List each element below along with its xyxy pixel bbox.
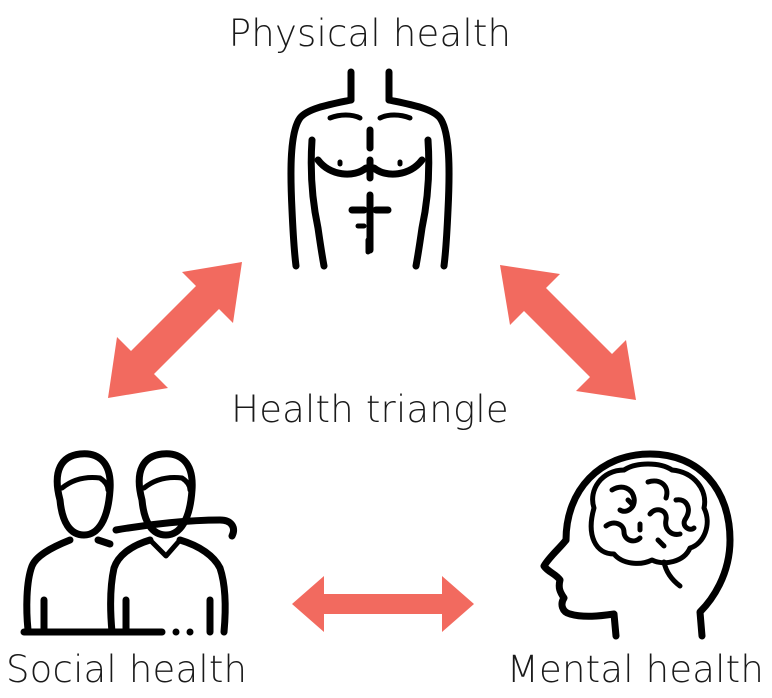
- physical-health-label: Physical health: [228, 12, 512, 55]
- double-arrow-social-mental: [292, 576, 474, 632]
- two-people-icon: [20, 450, 237, 636]
- double-arrow-physical-social: [108, 262, 242, 398]
- diagram-title: Health triangle: [231, 388, 509, 431]
- mental-health-label: Mental health: [506, 648, 764, 691]
- social-health-label: Social health: [6, 648, 248, 691]
- double-arrow-physical-mental: [500, 265, 636, 400]
- brain-head-icon: [540, 450, 734, 640]
- torso-icon: [287, 68, 453, 270]
